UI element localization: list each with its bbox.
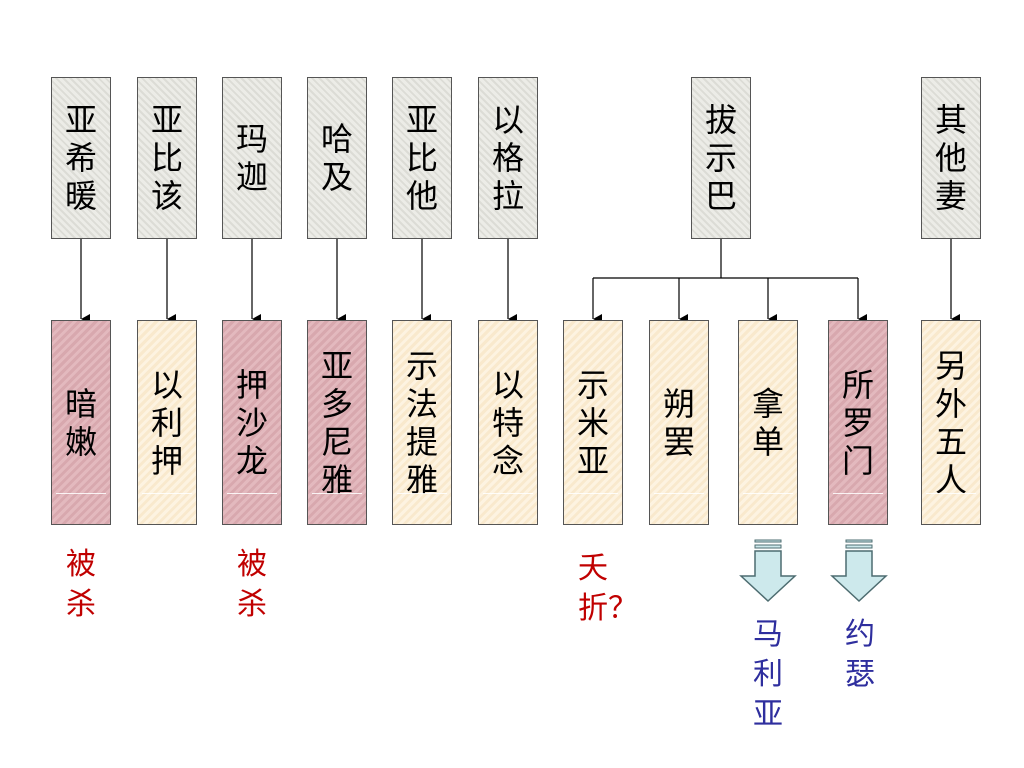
wife-name: 亚希暖 xyxy=(65,101,98,215)
wife-box: 其他妻 xyxy=(921,77,981,239)
son-name: 以利押 xyxy=(151,365,184,480)
striped-down-arrow-icon xyxy=(739,539,797,603)
son-name: 示米亚 xyxy=(577,365,610,480)
son-name: 所罗门 xyxy=(842,365,875,480)
fate-note-amnon: 被杀 xyxy=(66,547,96,622)
son-box: 暗嫩 xyxy=(51,320,111,525)
son-box: 以特念 xyxy=(478,320,538,525)
son-box: 所罗门 xyxy=(828,320,888,525)
wife-box: 亚希暖 xyxy=(51,77,111,239)
fate-note-shimea: 夭折？ xyxy=(578,551,638,626)
lineage-note-solomon: 约瑟 xyxy=(845,617,875,692)
son-name: 另外五人 xyxy=(935,346,968,499)
wife-name: 以格拉 xyxy=(492,101,525,215)
wife-name: 哈及 xyxy=(321,120,354,196)
wife-name: 玛迦 xyxy=(236,120,269,196)
son-box: 朔罢 xyxy=(649,320,709,525)
son-name: 以特念 xyxy=(492,365,525,480)
wife-box: 玛迦 xyxy=(222,77,282,239)
wife-box: 亚比他 xyxy=(392,77,452,239)
wife-name: 亚比他 xyxy=(406,101,439,215)
son-name: 拿单 xyxy=(752,384,785,461)
son-box: 亚多尼雅 xyxy=(307,320,367,525)
striped-down-arrow-icon xyxy=(830,539,888,603)
wife-box: 以格拉 xyxy=(478,77,538,239)
son-name: 押沙龙 xyxy=(236,365,269,480)
son-name: 暗嫩 xyxy=(65,384,98,461)
son-box: 拿单 xyxy=(738,320,798,525)
son-name: 示法提雅 xyxy=(406,346,439,499)
son-name: 朔罢 xyxy=(663,384,696,461)
wife-box: 拔示巴 xyxy=(691,77,751,239)
wife-name: 亚比该 xyxy=(151,101,184,215)
wife-name: 拔示巴 xyxy=(705,101,738,215)
son-box: 示法提雅 xyxy=(392,320,452,525)
wife-box: 哈及 xyxy=(307,77,367,239)
son-name: 亚多尼雅 xyxy=(321,346,354,499)
son-box: 押沙龙 xyxy=(222,320,282,525)
wife-name: 其他妻 xyxy=(935,101,968,215)
son-box: 示米亚 xyxy=(563,320,623,525)
fate-note-absalom: 被杀 xyxy=(237,547,267,622)
wife-box: 亚比该 xyxy=(137,77,197,239)
son-box: 以利押 xyxy=(137,320,197,525)
lineage-note-nathan: 马利亚 xyxy=(753,617,783,732)
son-box: 另外五人 xyxy=(921,320,981,525)
